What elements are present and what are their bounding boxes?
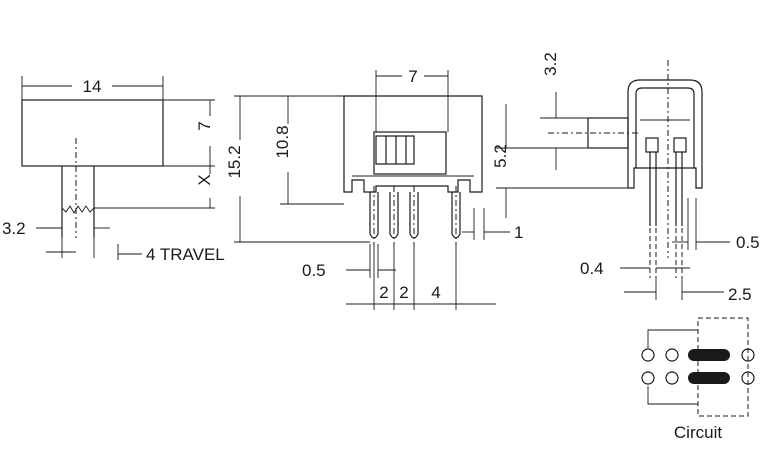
dim-actuator-width-label: 3.2 <box>2 219 26 238</box>
circuit-contact-bar-1 <box>688 349 730 361</box>
dim-pitch-a-label: 2 <box>379 283 388 302</box>
dim-actuator-spacing-label: 7 <box>408 67 417 86</box>
dim-travel-label: 4 TRAVEL <box>146 245 225 264</box>
dim-pitch-c-label: 4 <box>431 283 440 302</box>
circuit-terminal-1a <box>641 348 655 362</box>
circuit-bracket-bottom <box>647 386 698 405</box>
circuit-label: Circuit <box>674 423 722 442</box>
dim-actuator-x-label: X <box>195 174 214 185</box>
dim-pin-gap-label: 1 <box>514 223 523 242</box>
side-contact-right <box>673 137 687 153</box>
side-pin-left <box>649 152 657 226</box>
side-housing-inner <box>635 87 695 168</box>
top-view: 14 7 X 3.2 4 TRAVEL <box>2 76 225 264</box>
side-view: 3.2 5.2 0.5 0.4 2.5 <box>491 52 760 304</box>
dim-pitch-b-label: 2 <box>399 283 408 302</box>
side-pin-right <box>675 152 683 226</box>
dim-actuator-height-label: 7 <box>195 121 214 130</box>
dim-pin-width-label: 0.5 <box>302 261 326 280</box>
dim-side-thickness-label: 0.4 <box>580 259 604 278</box>
circuit-terminal-2c <box>741 371 755 385</box>
dim-side-pin-width-label: 0.5 <box>736 233 760 252</box>
circuit-diagram: Circuit <box>641 317 755 442</box>
circuit-contact-bar-2 <box>688 372 730 384</box>
side-contact-left <box>645 137 659 153</box>
dim-side-pitch-label: 2.5 <box>728 285 752 304</box>
circuit-dashed-box <box>697 317 749 417</box>
side-housing-outline <box>627 79 703 189</box>
actuator-knob <box>375 135 415 165</box>
side-pin-left-hidden <box>649 228 657 278</box>
dim-side-height-label: 5.2 <box>491 144 510 168</box>
circuit-terminal-1b <box>665 348 679 362</box>
circuit-terminal-1c <box>741 348 755 362</box>
dim-body-height-label: 10.8 <box>273 125 292 158</box>
dim-side-top-label: 3.2 <box>541 52 560 76</box>
dim-total-height-label: 15.2 <box>225 145 244 178</box>
front-view: 7 15.2 10.8 1 0.5 2 2 4 <box>225 67 523 310</box>
dim-body-length-label: 14 <box>83 77 102 96</box>
housing-outline <box>343 95 483 193</box>
actuator-break-line <box>61 205 95 214</box>
switch-body-outline <box>21 99 164 167</box>
circuit-terminal-2b <box>665 371 679 385</box>
circuit-bracket-top <box>647 329 698 348</box>
actuator-slot <box>373 131 447 175</box>
side-pin-right-hidden <box>675 228 683 278</box>
circuit-terminal-2a <box>641 371 655 385</box>
